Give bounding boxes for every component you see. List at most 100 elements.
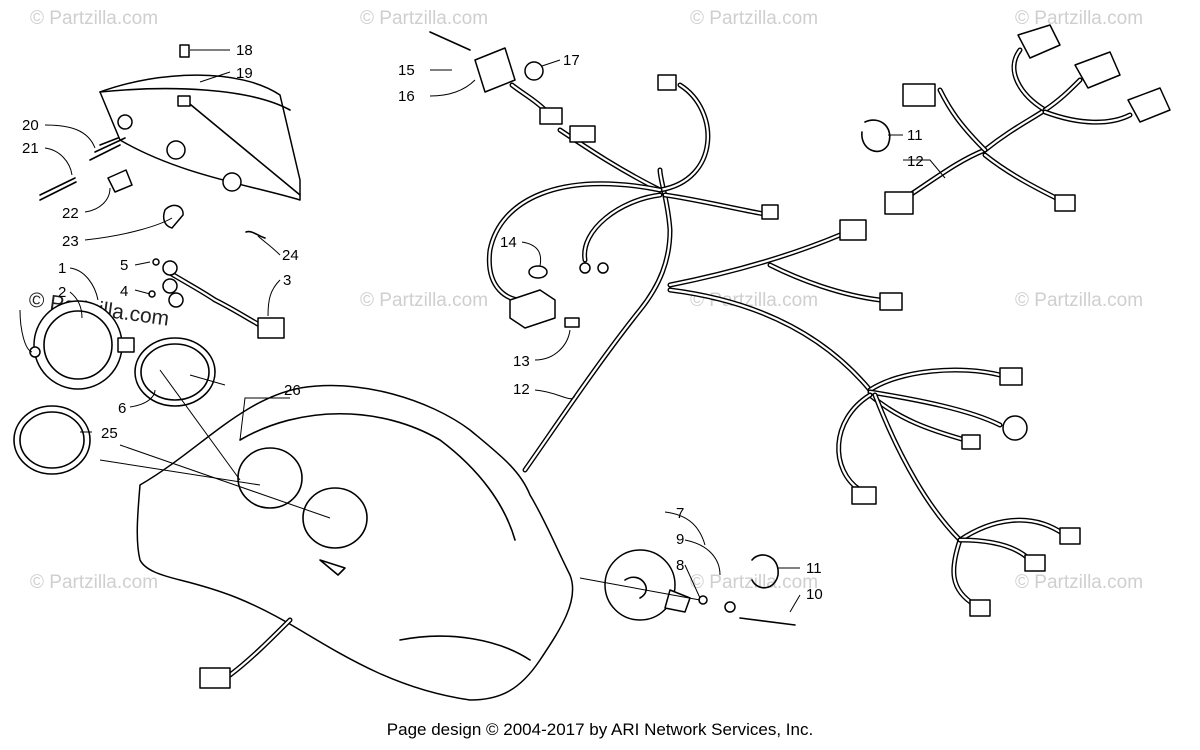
- callout-4: 4: [120, 283, 128, 300]
- callout-14: 13: [513, 353, 530, 370]
- gauge-ring-inner: [140, 343, 210, 401]
- round-connector: [1002, 415, 1028, 441]
- watermark: © Partzilla.com: [360, 8, 488, 29]
- connector: [969, 599, 991, 617]
- callout-19: 18: [236, 42, 253, 59]
- callout-1: 1: [58, 260, 66, 277]
- watermark: © Partzilla.com: [1015, 290, 1143, 311]
- sub-harness-branch: [937, 87, 988, 153]
- headlight-bulb-socket: [166, 140, 186, 160]
- watermark: © Partzilla.com: [690, 290, 818, 311]
- harness-branch: [667, 232, 843, 288]
- callout-8: 8: [676, 557, 684, 574]
- connector: [1024, 554, 1046, 572]
- callout-18: 17: [563, 52, 580, 69]
- gauge-bezel: [13, 405, 91, 475]
- connector: [657, 74, 677, 91]
- callouts: 18 19 20 21 22 23 24 1 2 3 4 5 6 25 26 1…: [22, 42, 924, 603]
- watermark: © Partzilla.com: [360, 290, 488, 311]
- callout-3: 3: [283, 272, 291, 289]
- connector: [1127, 87, 1171, 123]
- tachometer-mount: [664, 589, 691, 613]
- washer: [698, 595, 708, 605]
- connector: [1074, 51, 1121, 89]
- connector: [761, 204, 779, 220]
- gauge-bulb: [29, 346, 41, 358]
- gauge-assembly: [13, 258, 285, 475]
- ring-terminal: [597, 262, 609, 274]
- connector: [1017, 24, 1061, 59]
- fuse-cap: [528, 265, 548, 279]
- bulb-socket: [162, 278, 178, 294]
- callout-24: 23: [62, 233, 79, 250]
- bulb: [152, 258, 160, 266]
- callout-15: 14: [500, 234, 517, 251]
- connector: [879, 292, 903, 311]
- ring-terminal: [579, 262, 591, 274]
- bulb-socket: [168, 292, 184, 308]
- connector: [839, 219, 867, 241]
- hood-contour: [399, 635, 531, 661]
- callout-20: 19: [236, 65, 253, 82]
- hood-harness-plug: [199, 667, 231, 689]
- headlight-retainer-wire: [245, 230, 266, 239]
- headlight-clip: [179, 44, 190, 58]
- callout-23: 22: [62, 205, 79, 222]
- watermark: © Partzilla.com: [30, 572, 158, 593]
- callout-16: 15: [398, 62, 415, 79]
- headlight-seam: [184, 99, 301, 196]
- sub-harness: [861, 24, 1171, 215]
- hood-emblem: [319, 559, 346, 576]
- connector: [1059, 527, 1081, 545]
- connector: [851, 486, 877, 505]
- nut: [724, 601, 736, 613]
- headlight-assembly: [39, 44, 301, 239]
- gauge-ring: [134, 337, 216, 407]
- callout-21: 20: [22, 117, 39, 134]
- regulator-bolt: [429, 31, 471, 51]
- grommet: [861, 119, 891, 153]
- connector: [902, 83, 936, 107]
- fuse-block: [509, 265, 580, 329]
- callout-2: 2: [58, 284, 66, 301]
- watermark: © Partzilla.com: [690, 8, 818, 29]
- headlight-housing: [99, 74, 301, 201]
- watermark: © Partzilla.com: [1015, 8, 1143, 29]
- callout-25: 24: [282, 247, 299, 264]
- gauge-harness-plug: [257, 317, 285, 339]
- gauge-opening: [302, 487, 368, 549]
- watermark: © Partzilla.com: [30, 8, 158, 29]
- gauge-connector: [117, 337, 135, 353]
- callout-11b: 11: [806, 560, 822, 577]
- cable: [739, 617, 796, 626]
- callout-13: 12: [513, 381, 530, 398]
- gauge-bezel-inner: [19, 411, 85, 469]
- callout-12: 12: [907, 153, 924, 170]
- regulator-body: [474, 47, 516, 93]
- headlight-lens-edge: [99, 87, 291, 111]
- leader-lines: [19, 49, 946, 613]
- headlight-boot: [162, 204, 184, 229]
- callout-9: 9: [676, 531, 684, 548]
- callout-11: 11: [907, 127, 923, 144]
- headlight-bulb-socket: [222, 172, 242, 192]
- tachometer-assembly: [604, 549, 796, 626]
- footer-copyright: Page design © 2004-2017 by ARI Network S…: [386, 720, 814, 739]
- headlight-bulb: [107, 169, 133, 193]
- voltage-regulator: [429, 31, 563, 125]
- hood-opening: [239, 413, 516, 541]
- hood: [136, 384, 574, 701]
- fuse-holder: [509, 289, 556, 329]
- speedometer-face: [43, 310, 113, 380]
- callout-27: 26: [284, 382, 301, 399]
- callout-17: 16: [398, 88, 415, 105]
- fuse: [564, 317, 580, 328]
- harness-branch: [657, 82, 711, 193]
- headlight-spring: [89, 137, 126, 161]
- grommet: [751, 554, 779, 589]
- sub-harness-branch: [1011, 47, 1048, 113]
- tachometer: [604, 549, 676, 621]
- hood-pod: [136, 384, 574, 701]
- regulator-plug: [539, 107, 563, 125]
- bulb-socket: [162, 260, 178, 276]
